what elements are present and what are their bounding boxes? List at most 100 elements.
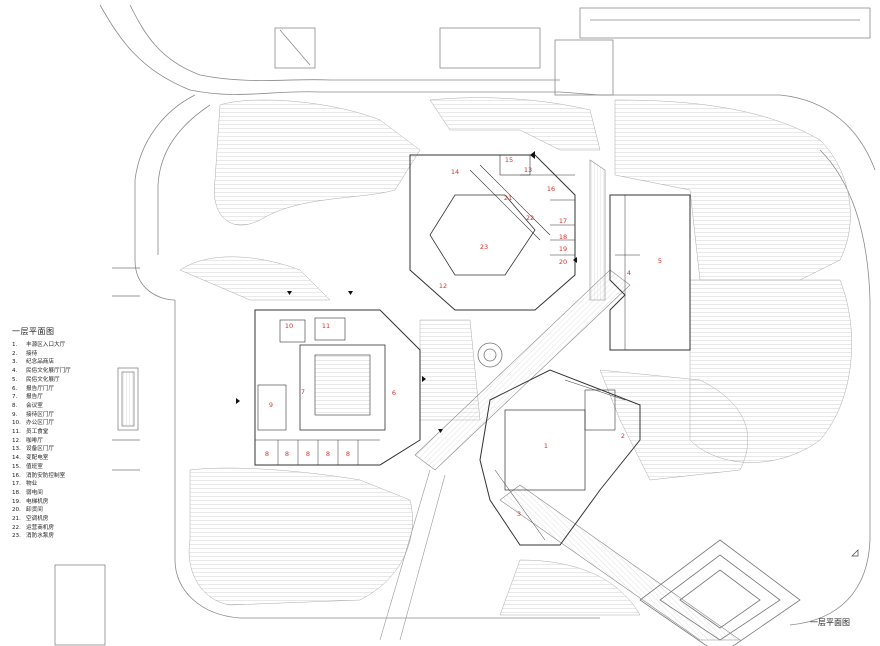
room-number: 8 <box>326 450 330 458</box>
legend-item-label: 弱电间 <box>26 489 43 496</box>
legend-item-number: 2. <box>12 350 18 357</box>
legend-item-label: 民俗文化展厅 <box>26 376 60 383</box>
legend-item: 12. 咖啡厅 <box>12 437 162 446</box>
legend-item: 4.民俗文化展厅门厅 <box>12 367 162 376</box>
legend-item-label: 接待区门厅 <box>26 411 54 418</box>
room-number: 5 <box>658 257 662 265</box>
legend-item-number: 12. <box>12 437 21 444</box>
legend-item-label: 会议室 <box>26 402 43 409</box>
legend-item-number: 11. <box>12 429 21 436</box>
legend-item-number: 7. <box>12 394 18 401</box>
room-number: 8 <box>346 450 350 458</box>
room-number: 1 <box>544 442 548 450</box>
legend-item-label: 值班室 <box>26 463 43 470</box>
legend-item: 13.设备区门厅 <box>12 445 162 454</box>
legend-item-number: 3. <box>12 359 18 366</box>
legend-item-label: 报告厅 <box>26 394 43 401</box>
legend-item-number: 22. <box>12 524 21 531</box>
room-number: 3 <box>517 510 521 518</box>
plaza <box>477 342 801 646</box>
room-number: 6 <box>392 389 396 397</box>
legend-item-number: 8. <box>12 402 18 409</box>
legend-item-number: 14. <box>12 455 21 462</box>
legend-item: 3. 纪念品商店 <box>12 358 162 367</box>
legend-item-label: 报告厅门厅 <box>26 385 54 392</box>
legend-item-number: 9. <box>12 411 18 418</box>
left-entrance <box>54 267 140 646</box>
legend-item: 20. 卸货间 <box>12 506 162 515</box>
building-north <box>409 154 576 311</box>
legend-item: 1. 丰源区入口大厅 <box>12 341 162 350</box>
building-east <box>609 194 691 351</box>
room-number: 7 <box>301 388 305 396</box>
diagonal-axis <box>379 159 741 641</box>
room-number: 23 <box>480 243 488 251</box>
legend-title: 一层平面图 <box>12 327 55 336</box>
room-number: 2 <box>621 432 625 440</box>
legend-item: 6. 报告厅门厅 <box>12 385 162 394</box>
room-number: 12 <box>439 282 447 290</box>
room-number: 19 <box>559 245 567 253</box>
legend-item-number: 5. <box>12 376 18 383</box>
legend-item: 15. 值班室 <box>12 463 162 472</box>
room-number: 4 <box>627 269 631 277</box>
legend-item-label: 运营商机房 <box>26 524 54 531</box>
legend-item-label: 空调机房 <box>26 516 49 523</box>
room-number: 17 <box>559 217 567 225</box>
legend-item: 9. 接待区门厅 <box>12 411 162 420</box>
room-number: 13 <box>524 166 532 174</box>
room-number: 22 <box>526 214 534 222</box>
legend-item: 7. 报告厅 <box>12 393 162 402</box>
room-number: 8 <box>265 450 269 458</box>
legend-item-number: 23. <box>12 533 21 540</box>
legend-item: 19. 电梯机房 <box>12 498 162 507</box>
room-number: 15 <box>505 156 513 164</box>
legend-item-number: 15. <box>12 463 21 470</box>
legend-item: 8. 会议室 <box>12 402 162 411</box>
legend-item-label: 丰源区入口大厅 <box>26 342 66 348</box>
legend-item-number: 17. <box>12 481 21 488</box>
legend-item: 10.办公区门厅 <box>12 419 162 428</box>
legend-item: 18. 弱电间 <box>12 489 162 498</box>
legend-item: 16. 消防安防控制室 <box>12 472 162 481</box>
legend-item-number: 1. <box>12 342 18 348</box>
building-southeast <box>479 369 641 546</box>
legend-item: 23. 消防水泵房 <box>12 532 162 541</box>
legend-item-label: 接待 <box>26 350 38 357</box>
legend-item-number: 10. <box>12 420 21 427</box>
plan-caption: 一层平面图 <box>810 618 850 627</box>
legend-item: 11. 员工食堂 <box>12 428 162 437</box>
room-number: 9 <box>269 401 273 409</box>
legend-item-label: 民俗文化展厅门厅 <box>26 368 71 375</box>
legend-item-number: 21. <box>12 516 21 523</box>
legend-item-label: 消防水泵房 <box>26 533 54 540</box>
landscape-hatching <box>179 97 852 616</box>
legend-item: 5. 民俗文化展厅 <box>12 376 162 385</box>
legend-item-number: 18. <box>12 489 21 496</box>
legend-item-number: 19. <box>12 498 21 505</box>
legend-item-label: 卸货间 <box>26 507 43 514</box>
room-number: 16 <box>547 185 555 193</box>
room-number: 10 <box>285 322 293 330</box>
room-number: 20 <box>559 258 567 266</box>
building-west <box>254 309 421 466</box>
room-number: 8 <box>285 450 289 458</box>
room-number: 18 <box>559 233 567 241</box>
legend-item-number: 20. <box>12 507 21 514</box>
legend-item-label: 消防安防控制室 <box>26 472 66 479</box>
room-number: 11 <box>322 322 330 330</box>
legend-item-number: 6. <box>12 385 18 392</box>
legend-item: 2. 接待 <box>12 350 162 359</box>
legend-item-label: 咖啡厅 <box>26 437 43 444</box>
room-number: 14 <box>451 168 459 176</box>
legend-item-label: 电梯机房 <box>26 498 49 505</box>
entrance-arrows <box>236 151 577 433</box>
legend-item-label: 纪念品商店 <box>26 359 54 366</box>
legend-item: 21. 空调机房 <box>12 515 162 524</box>
legend-item-label: 员工食堂 <box>26 429 49 436</box>
legend-item-number: 16. <box>12 472 21 479</box>
room-numbers: 1 2 3 4 5 6 7 8 8 8 8 8 9 10 11 12 13 14… <box>265 156 662 518</box>
